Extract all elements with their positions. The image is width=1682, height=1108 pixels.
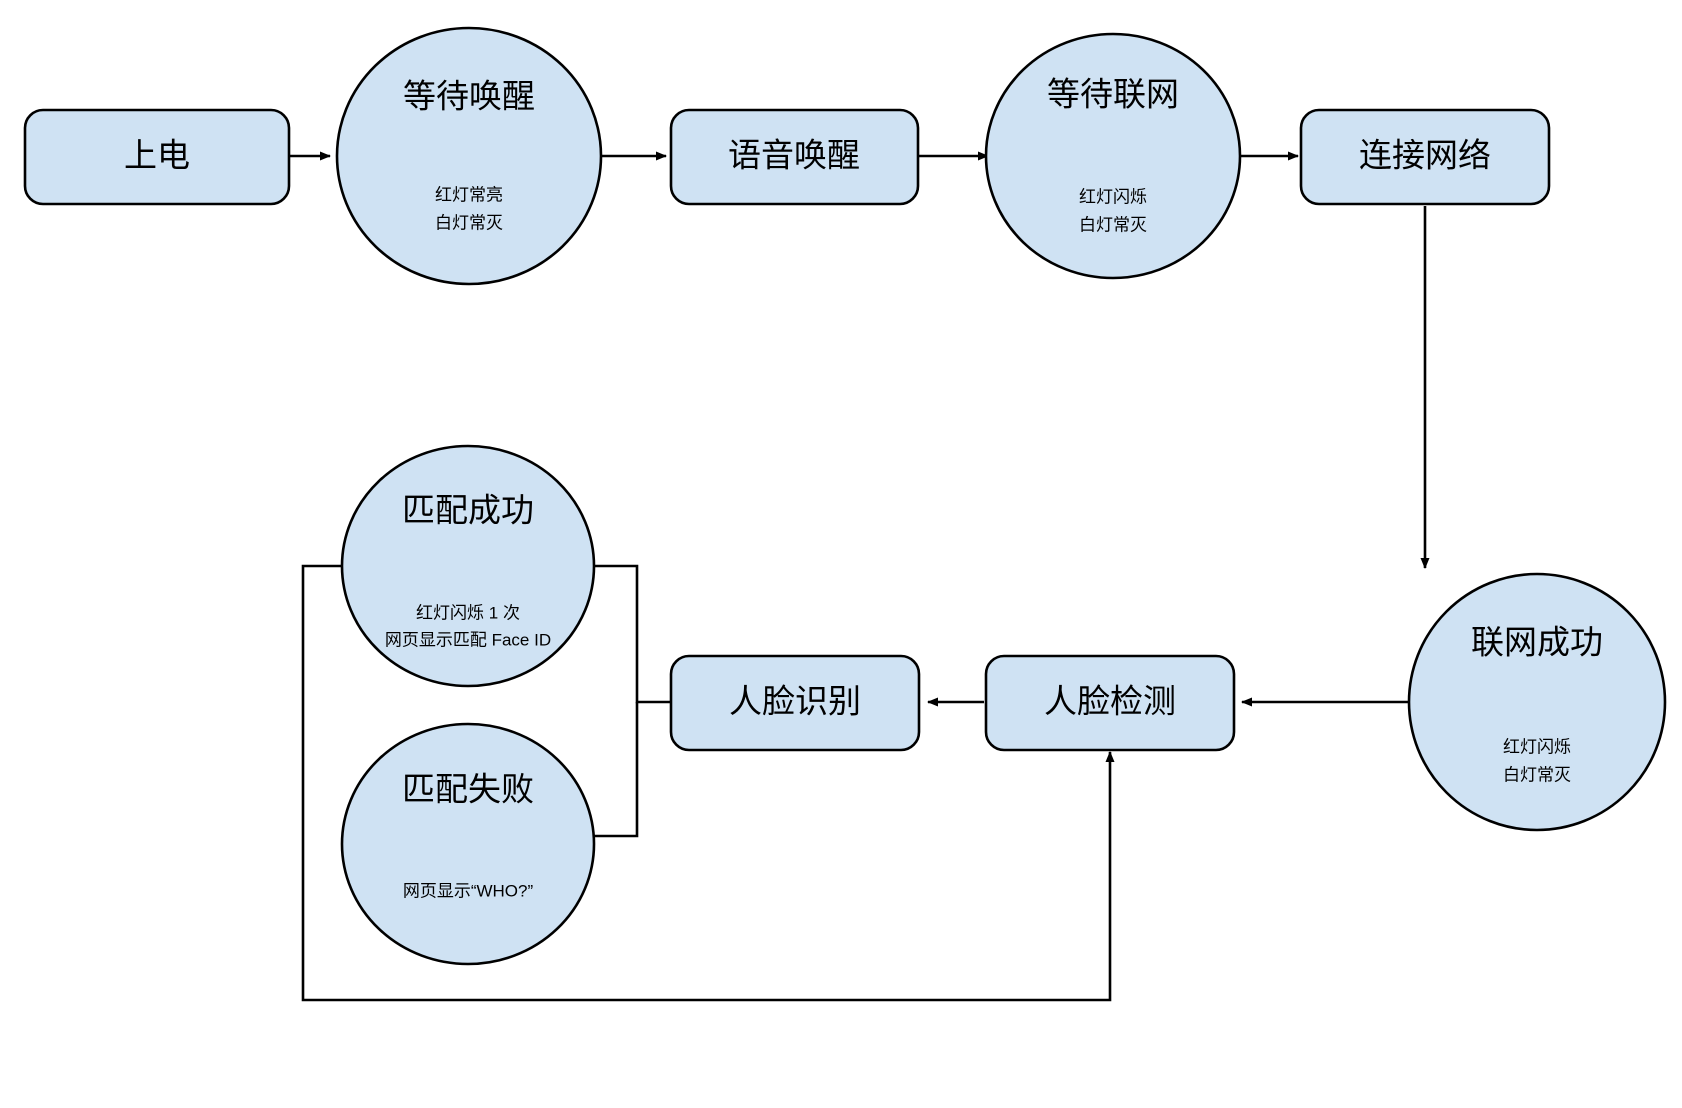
voice-wakeup-shape[interactable]	[669, 108, 920, 206]
wait-network-sub-2: 白灯常灭	[1079, 215, 1147, 234]
match-success-sub-1: 红灯闪烁 1 次	[416, 603, 520, 622]
node-wait-wakeup[interactable]: 等待唤醒 红灯常亮 白灯常灭	[335, 26, 603, 286]
voice-wakeup-label: 语音唤醒	[728, 137, 860, 174]
wait-wakeup-shape[interactable]	[335, 26, 603, 286]
wait-wakeup-sub-2: 白灯常灭	[435, 213, 503, 232]
match-success-sub-2: 网页显示匹配 Face ID	[385, 630, 551, 649]
node-wait-network[interactable]: 等待联网 红灯闪烁 白灯常灭	[984, 32, 1242, 280]
wait-wakeup-sub-1: 红灯常亮	[435, 185, 503, 204]
connect-network-label: 连接网络	[1359, 137, 1491, 174]
node-face-recognize[interactable]: 人脸识别	[669, 654, 921, 752]
node-network-success[interactable]: 联网成功 红灯闪烁 白灯常灭	[1407, 572, 1667, 832]
face-detect-shape[interactable]	[984, 654, 1236, 752]
network-success-label: 联网成功	[1471, 624, 1603, 661]
power-on-shape[interactable]	[23, 108, 291, 206]
match-fail-shape[interactable]	[340, 722, 596, 966]
face-detect-label: 人脸检测	[1044, 683, 1176, 720]
node-connect-network[interactable]: 连接网络	[1299, 108, 1551, 206]
face-recognize-label: 人脸识别	[729, 683, 861, 720]
node-power-on[interactable]: 上电	[23, 108, 291, 206]
edge-layer	[290, 151, 1430, 1002]
face-recognize-shape[interactable]	[669, 654, 921, 752]
network-success-shape[interactable]	[1407, 572, 1667, 832]
node-face-detect[interactable]: 人脸检测	[984, 654, 1236, 752]
wait-network-sub-1: 红灯闪烁	[1079, 187, 1147, 206]
wait-network-shape[interactable]	[984, 32, 1242, 280]
match-fail-label: 匹配失败	[402, 771, 534, 808]
wait-wakeup-label: 等待唤醒	[403, 78, 535, 115]
match-success-shape[interactable]	[340, 444, 596, 688]
edge-match-fail-to-face-detect	[301, 751, 1115, 1002]
network-success-sub-1: 红灯闪烁	[1503, 737, 1571, 756]
match-fail-sub-1: 网页显示“WHO?”	[403, 881, 534, 900]
node-match-success[interactable]: 匹配成功 红灯闪烁 1 次 网页显示匹配 Face ID	[340, 444, 596, 688]
wait-network-label: 等待联网	[1047, 76, 1179, 113]
network-success-sub-2: 白灯常灭	[1503, 765, 1571, 784]
node-voice-wakeup[interactable]: 语音唤醒	[669, 108, 920, 206]
match-success-label: 匹配成功	[402, 492, 534, 529]
node-match-fail[interactable]: 匹配失败 网页显示“WHO?”	[340, 722, 596, 966]
connect-network-shape[interactable]	[1299, 108, 1551, 206]
power-on-label: 上电	[124, 137, 190, 174]
